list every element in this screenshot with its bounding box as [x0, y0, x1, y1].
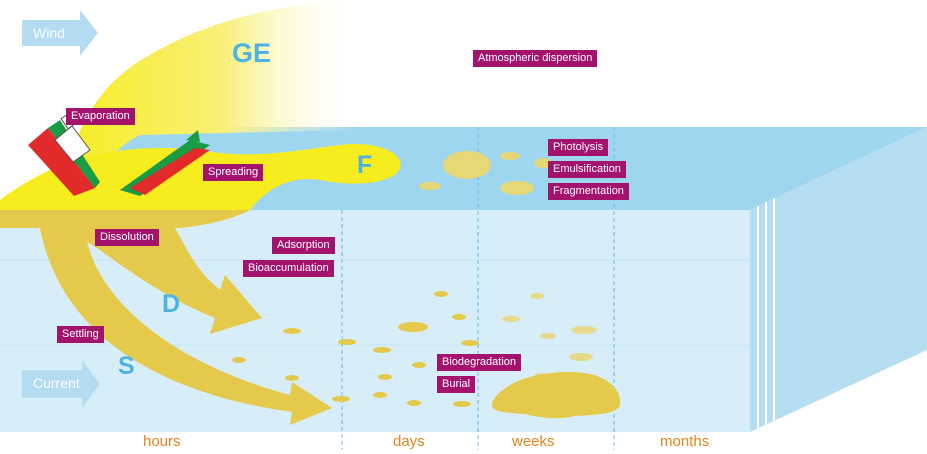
wind-label: Wind	[33, 25, 65, 41]
droplet	[540, 333, 556, 339]
dissolution-zone	[0, 210, 250, 228]
timeline-weeks: weeks	[512, 433, 555, 450]
label-spreading: Spreading	[203, 164, 264, 181]
droplet	[571, 326, 597, 334]
wind-arrow	[22, 10, 98, 56]
droplet	[232, 357, 246, 363]
droplet	[378, 374, 392, 380]
droplet	[332, 396, 350, 402]
timeline-hours: hours	[143, 433, 181, 450]
droplet	[398, 322, 428, 332]
label-photolysis: Photolysis	[548, 139, 609, 156]
process-f: F	[357, 151, 373, 179]
surface-patch	[419, 182, 441, 190]
droplet	[530, 293, 544, 299]
ship-icon	[28, 114, 210, 196]
evaporation-plume	[60, 0, 360, 200]
label-emulsification: Emulsification	[548, 161, 626, 178]
droplet	[373, 347, 391, 353]
surface-slick	[0, 144, 401, 210]
surface-patch	[443, 151, 491, 179]
current-label: Current	[33, 375, 80, 391]
droplet	[452, 314, 466, 320]
surface-patch	[500, 181, 534, 195]
droplet	[434, 291, 448, 297]
surface-patch	[500, 152, 520, 160]
surface-patch	[534, 158, 552, 168]
droplet	[569, 353, 593, 361]
dispersion-arrow	[55, 228, 262, 334]
droplet	[412, 362, 426, 368]
water-side-face	[750, 127, 927, 432]
label-settling: Settling	[57, 326, 104, 343]
current-arrow	[22, 360, 100, 408]
process-d: D	[162, 290, 181, 318]
process-ge: GE	[232, 38, 272, 68]
label-evaporation: Evaporation	[66, 108, 135, 125]
label-biodegradation: Biodegradation	[437, 354, 522, 371]
timeline-months: months	[660, 433, 710, 450]
timeline-days: days	[393, 433, 425, 450]
label-burial: Burial	[437, 376, 476, 393]
droplet	[461, 340, 479, 346]
label-dissolution: Dissolution	[95, 229, 159, 246]
label-bioaccumulation: Bioaccumulation	[243, 260, 334, 277]
label-atmospheric-dispersion: Atmospheric dispersion	[473, 50, 598, 67]
droplet	[338, 339, 356, 345]
label-fragmentation: Fragmentation	[548, 183, 629, 200]
sediment-blob	[491, 372, 621, 419]
label-adsorption: Adsorption	[272, 237, 335, 254]
droplet	[407, 400, 421, 406]
droplet	[285, 375, 299, 381]
droplet	[283, 328, 301, 334]
process-s: S	[118, 352, 135, 380]
droplet	[373, 392, 387, 398]
droplet	[453, 401, 471, 407]
droplet	[502, 316, 520, 322]
